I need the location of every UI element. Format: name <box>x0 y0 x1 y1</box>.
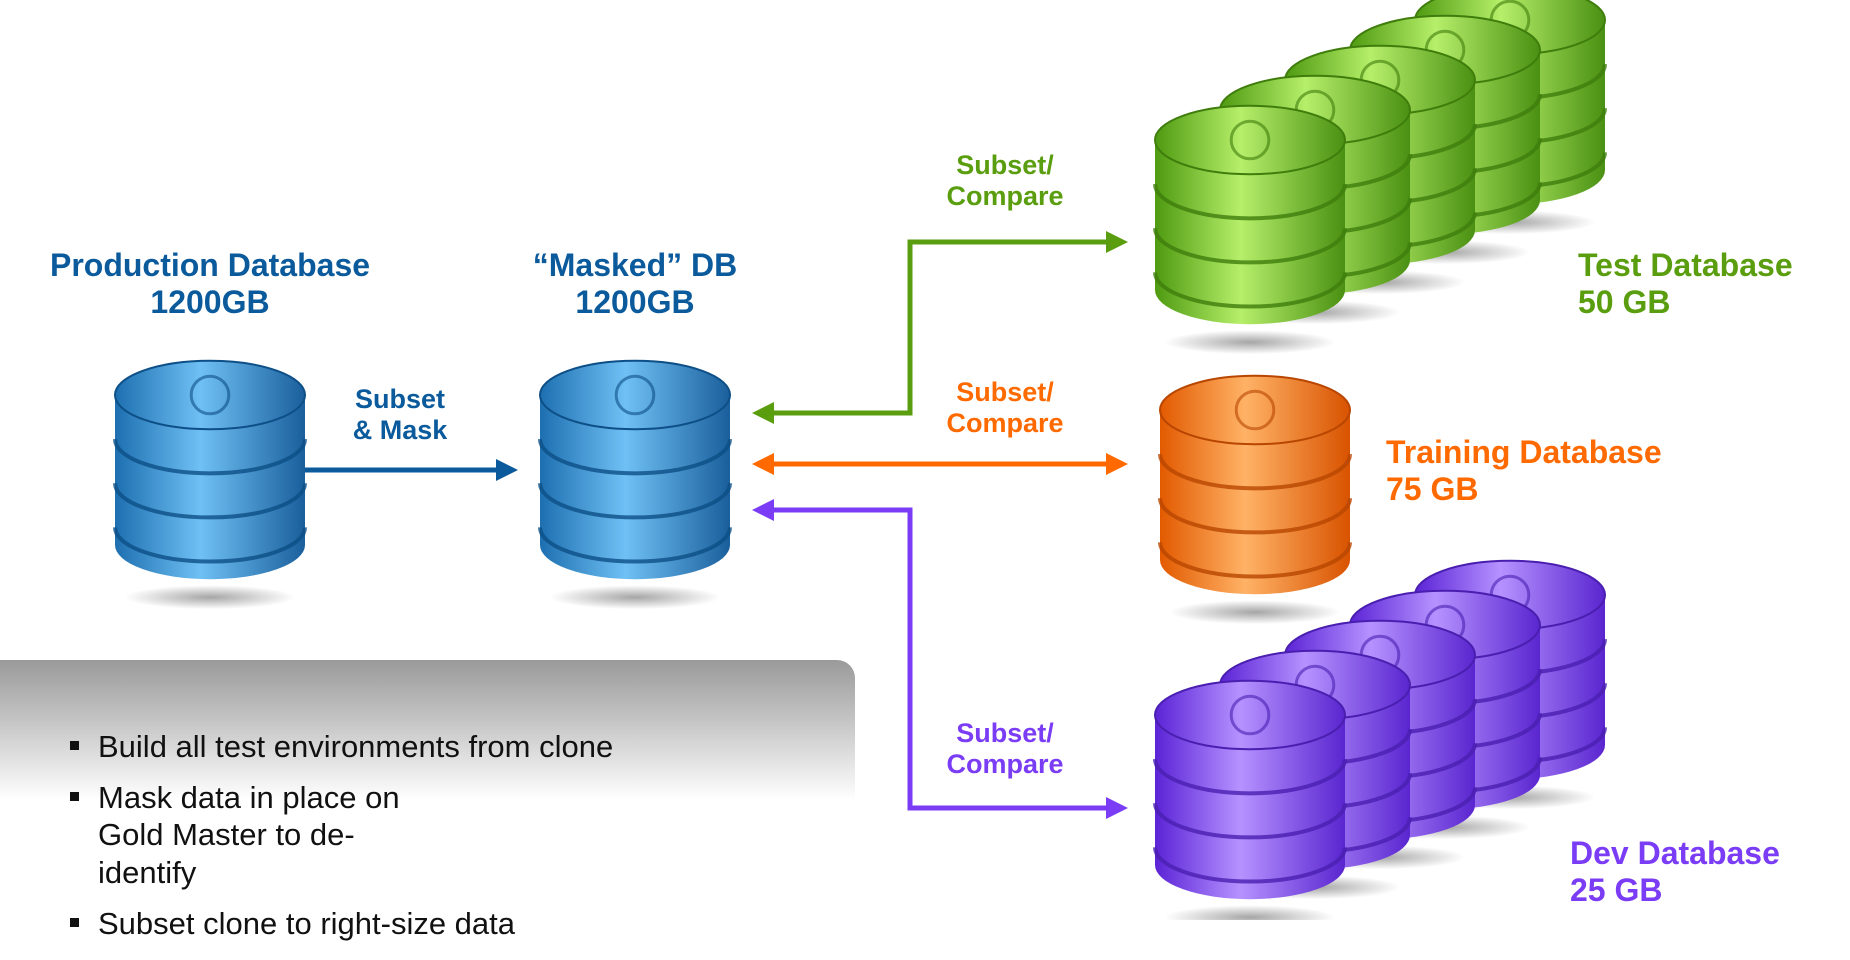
test-db-name: Test Database <box>1578 247 1793 283</box>
gear-icon <box>614 374 656 416</box>
edge-label-line: & Mask <box>352 415 448 446</box>
dev-db-size: 25 GB <box>1570 871 1663 908</box>
test-db-size: 50 GB <box>1578 283 1671 320</box>
gear-icon <box>1229 694 1271 736</box>
diagram-canvas <box>113 0 1607 920</box>
edge-label-line: Subset/ <box>956 718 1054 748</box>
notes-panel <box>0 660 855 960</box>
training-db-name: Training Database <box>1386 434 1662 470</box>
test-db-cylinder <box>1153 104 1347 355</box>
note-item: Subset clone to right-size data <box>70 905 613 942</box>
training-db-cylinder <box>1158 374 1352 625</box>
arrow-masked-training <box>752 453 1128 475</box>
edge-label-line: Compare <box>946 749 1064 780</box>
training-db-label: Training Database 75 GB <box>1386 434 1662 508</box>
arrow-masked-dev <box>752 499 1128 819</box>
note-item: Mask data in place on Gold Master to de-… <box>70 779 438 891</box>
dev-db-label: Dev Database 25 GB <box>1570 835 1780 909</box>
edge-label-line: Compare <box>946 181 1064 212</box>
masked-db-label: “Masked” DB 1200GB <box>490 247 780 321</box>
masked-db-name: “Masked” DB <box>532 247 738 283</box>
connectors <box>300 231 1128 819</box>
gear-icon <box>1234 389 1276 431</box>
edge-label-subset-mask: Subset & Mask <box>335 384 465 446</box>
edge-label-training: Subset/ Compare <box>935 377 1075 439</box>
training-db-size: 75 GB <box>1386 470 1479 507</box>
test-db-label: Test Database 50 GB <box>1578 247 1793 321</box>
arrow-prod-to-masked <box>300 459 518 481</box>
dev-db-name: Dev Database <box>1570 835 1780 871</box>
edge-label-test: Subset/ Compare <box>935 150 1075 212</box>
note-item: Build all test environments from clone <box>70 728 613 765</box>
arrow-masked-test <box>752 231 1128 424</box>
edge-label-dev: Subset/ Compare <box>935 718 1075 780</box>
production-db-cylinder <box>113 359 307 610</box>
masked-db-size: 1200GB <box>575 283 695 320</box>
database-icons <box>113 0 1607 920</box>
notes-list: Build all test environments from clone M… <box>70 728 613 956</box>
dev-db-cylinder <box>1153 679 1347 920</box>
production-db-label: Production Database 1200GB <box>0 247 420 321</box>
production-db-name: Production Database <box>49 247 371 283</box>
edge-label-line: Subset/ <box>956 377 1054 407</box>
gear-icon <box>1229 119 1271 161</box>
edge-label-line: Compare <box>946 408 1064 439</box>
production-db-size: 1200GB <box>150 283 270 320</box>
masked-db-cylinder <box>538 359 732 610</box>
gear-icon <box>189 374 231 416</box>
edge-label-line: Subset <box>354 384 446 414</box>
edge-label-line: Subset/ <box>956 150 1054 180</box>
